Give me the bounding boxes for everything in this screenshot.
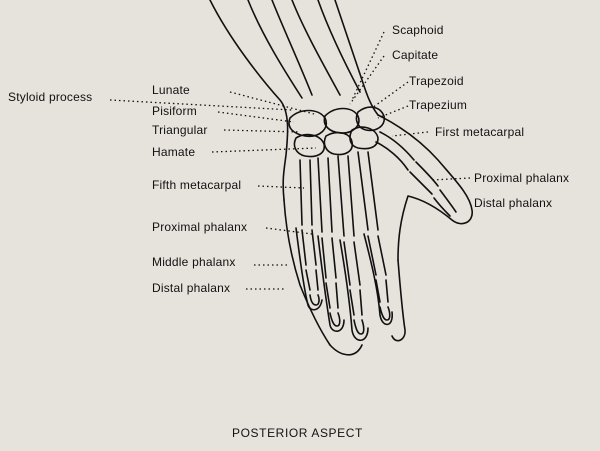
leader-styloid-process [109,99,293,111]
distal-phalanx-5-bone [309,294,320,306]
finger-outline-4 [317,235,345,332]
label-lunate: Lunate [152,83,190,97]
label-styloid-process: Styloid process [8,90,93,104]
distal-phalanx-3-bone [353,319,365,335]
carpal-1 [288,109,327,138]
thumb-proximal-phalanx-bone [409,161,439,195]
label-trapezoid: Trapezoid [409,74,464,88]
leader-pisiform [217,111,295,123]
label-distal-phalanx-left: Distal phalanx [152,281,231,295]
label-scaphoid: Scaphoid [392,23,444,37]
proximal-phalanx-3-bone [343,241,361,286]
proximal-phalanx-2-bone [367,235,387,276]
label-distal-phalanx-right: Distal phalanx [474,196,553,210]
label-proximal-phalanx-right: Proximal phalanx [474,171,570,185]
carpal-4 [293,133,326,158]
middle-phalanx-5-bone [305,269,319,291]
leader-proximal-phalanx-right [431,177,471,181]
ulna-bone-inner [271,0,313,96]
leader-proximal-phalanx-left [265,227,313,235]
distal-phalanx-4-bone [329,312,341,327]
hand-outline-right [391,259,406,342]
forearm-outline-right [334,0,379,116]
carpal-3 [355,106,386,132]
finger-outline-3 [339,239,369,342]
radius-bone-inner [317,0,361,93]
metacarpal-3-bone [337,155,355,237]
distal-phalanx-2-bone [379,306,391,321]
label-hamate: Hamate [152,145,196,159]
middle-phalanx-2-bone [375,279,389,303]
label-capitate: Capitate [392,48,439,62]
leader-hamate [211,147,317,153]
carpal-6 [349,126,379,150]
hand-outline-left [283,199,331,346]
label-middle-phalanx: Middle phalanx [152,255,236,269]
leader-fifth-metacarpal [257,185,305,189]
metacarpal-5-bone [299,159,313,226]
finger-outline-5 [295,227,323,311]
label-fifth-metacarpal: Fifth metacarpal [152,178,242,192]
metacarpal-4-bone [317,157,333,233]
label-proximal-phalanx-left: Proximal phalanx [152,220,248,234]
leader-first-metacarpal [391,131,429,137]
metacarpal-2-bone [357,151,379,231]
middle-phalanx-4-bone [325,282,339,309]
label-first-metacarpal: First metacarpal [435,125,525,139]
caption-posterior-aspect: POSTERIOR ASPECT [232,426,363,440]
first-metacarpal-bone [375,131,415,171]
proximal-phalanx-4-bone [321,237,337,279]
label-triangular: Triangular [152,123,208,137]
finger-outline-2 [363,233,393,326]
radius-bone [291,0,341,96]
ulna-bone [247,0,303,99]
leader-triangular [223,129,301,133]
label-trapezium: Trapezium [409,98,468,112]
carpal-5 [323,131,354,156]
palm-bottom [329,344,363,356]
leader-capitate [349,55,385,105]
leader-lunate [229,91,315,115]
middle-phalanx-3-bone [349,289,363,316]
thumb-outline [377,114,473,261]
label-pisiform: Pisiform [152,104,197,118]
forearm-outline [209,0,289,201]
thumb-distal-phalanx-bone [433,189,457,217]
leader-trapezoid [371,81,409,109]
proximal-phalanx-5-bone [301,229,317,266]
leader-trapezium [377,105,409,119]
